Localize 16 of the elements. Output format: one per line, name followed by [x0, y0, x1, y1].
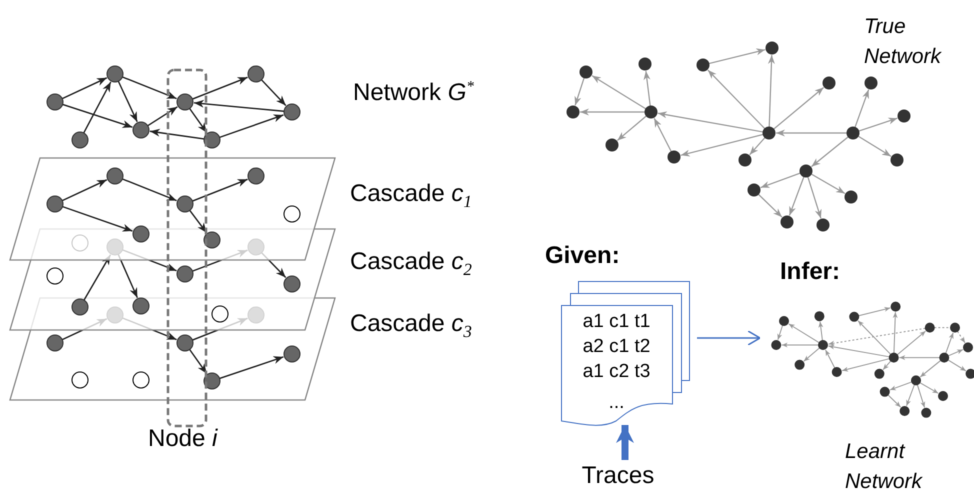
label: Infer:: [780, 258, 840, 287]
trace-text: a1 c2 t3: [582, 361, 652, 383]
arrow: [616, 425, 634, 460]
label: Cascade c$_{2}$: [350, 248, 472, 280]
label: Traces: [578, 462, 658, 492]
label: Cascade c$_{3}$: [350, 310, 472, 342]
label: Given:: [545, 242, 620, 271]
label: Cascade c$_{1}$: [350, 180, 472, 212]
label: Network G$^{*}$: [353, 78, 474, 108]
trace-text: ...: [608, 392, 626, 414]
label: Node i: [148, 425, 218, 454]
arrow: [697, 330, 761, 346]
trace-text: a1 c1 t1: [582, 311, 652, 333]
trace-text: a2 c1 t2: [582, 336, 652, 358]
label: True Network: [864, 14, 942, 70]
label: Learnt Network: [845, 439, 924, 494]
